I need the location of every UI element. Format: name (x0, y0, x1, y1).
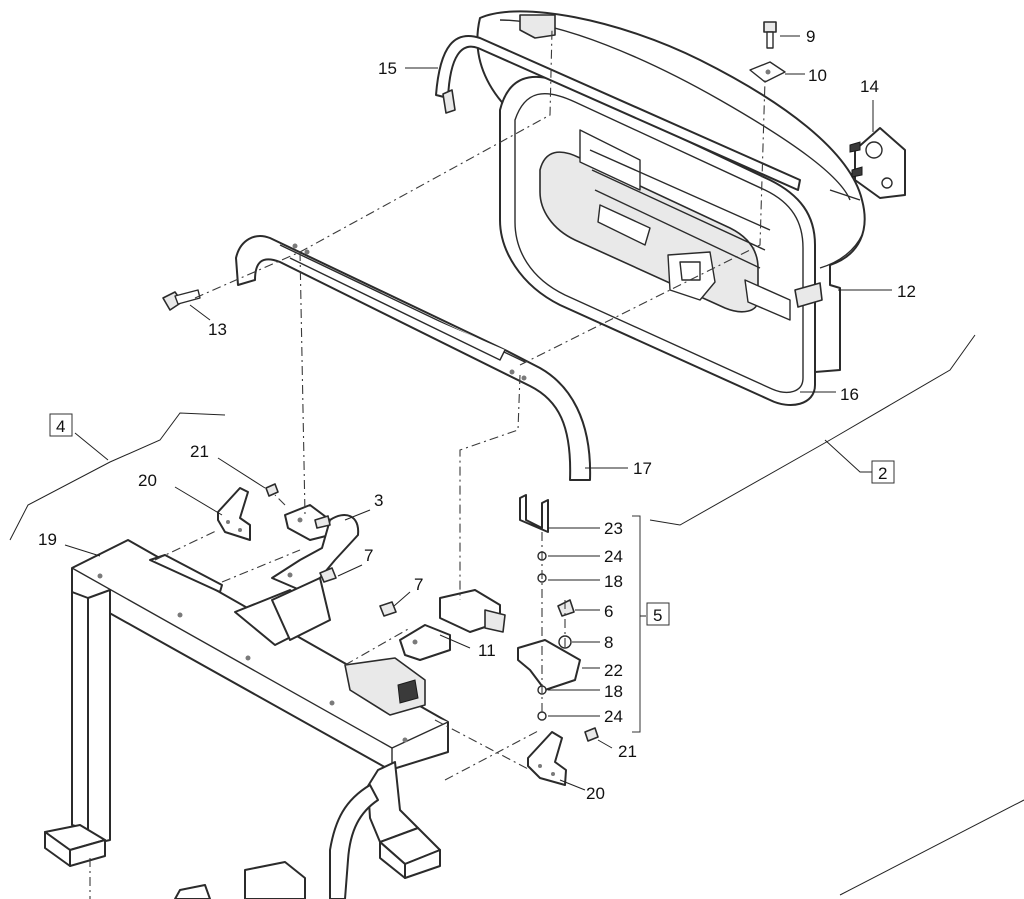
kit-5-parts (517, 494, 581, 721)
callout-5: 5 (653, 606, 662, 625)
callout-14: 14 (860, 77, 879, 96)
callout-13: 13 (208, 320, 227, 339)
callout-20-lower: 20 (586, 784, 605, 803)
callout-12: 12 (897, 282, 916, 301)
callout-3: 3 (374, 491, 383, 510)
box-5 (646, 602, 670, 626)
callout-6: 6 (604, 602, 613, 621)
handle-bar (435, 35, 801, 191)
assembly-label-boxes (49, 413, 895, 626)
latch (849, 127, 906, 199)
callout-9: 9 (806, 27, 815, 46)
callout-18-lower: 18 (604, 682, 623, 701)
callout-24-lower: 24 (604, 707, 623, 726)
box-2 (871, 460, 895, 484)
leader-lines (64, 35, 892, 791)
bracket-20-lower (527, 727, 599, 786)
callout-16: 16 (840, 385, 859, 404)
callout-2: 2 (878, 464, 887, 483)
callout-11: 11 (478, 641, 496, 660)
callout-7-lower: 7 (414, 575, 423, 594)
callout-10: 10 (808, 66, 827, 85)
callout-22: 22 (604, 661, 623, 680)
bolt-13 (162, 289, 201, 311)
callout-17: 17 (633, 459, 652, 478)
screw-7 (319, 567, 397, 617)
hinge-bracket (271, 504, 360, 591)
box-4 (49, 413, 73, 437)
callout-15: 15 (378, 59, 397, 78)
assembly-boundary-lines (9, 334, 1024, 896)
callout-24-upper: 24 (604, 547, 623, 566)
callout-21-upper: 21 (190, 442, 209, 461)
callout-18-upper: 18 (604, 572, 623, 591)
support-strap (235, 235, 592, 481)
catch-assembly (399, 589, 506, 661)
callout-labels: 9 10 14 15 12 13 16 17 2 4 21 20 3 19 7 … (38, 27, 916, 803)
callout-21-lower: 21 (618, 742, 637, 761)
callout-7-upper: 7 (364, 546, 373, 565)
bolt-and-clip (749, 21, 786, 83)
callout-19: 19 (38, 530, 57, 549)
lower-support-frame (44, 539, 449, 899)
callout-4: 4 (56, 417, 65, 436)
callout-23: 23 (604, 519, 623, 538)
bracket-20-upper (217, 483, 279, 541)
callout-20-upper: 20 (138, 471, 157, 490)
alignment-lines (89, 29, 766, 899)
callout-8: 8 (604, 633, 613, 652)
